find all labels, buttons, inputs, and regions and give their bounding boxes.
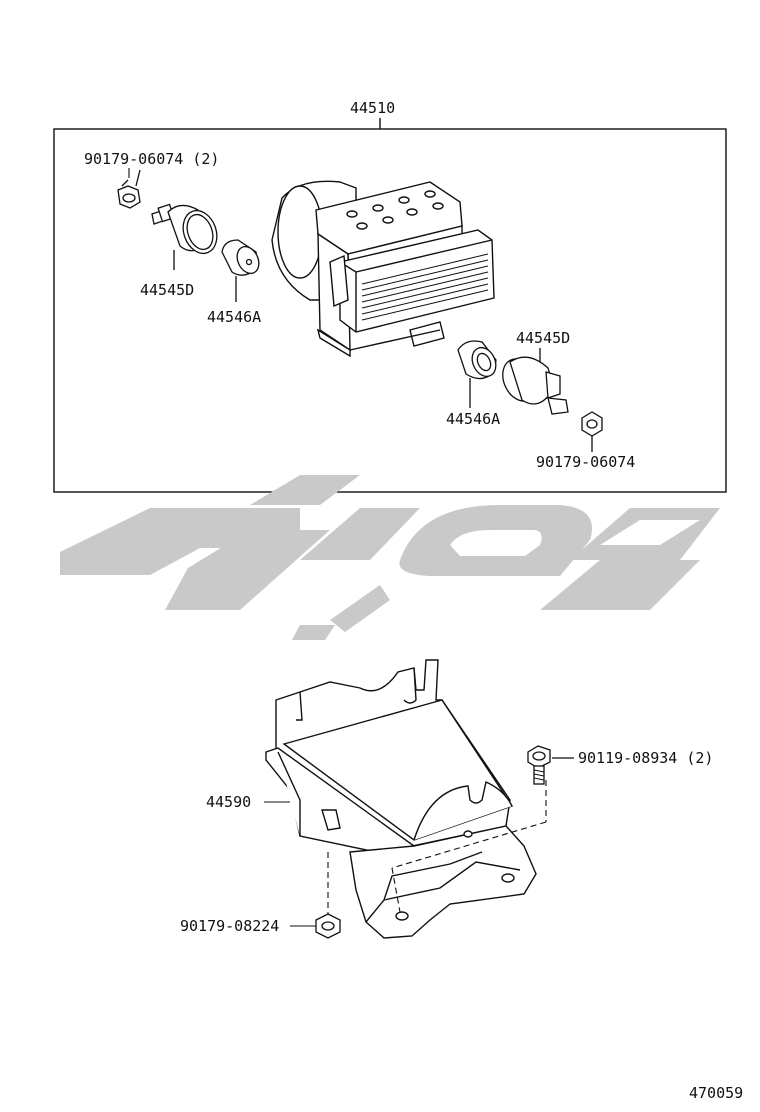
left-sleeve-icon: [221, 239, 260, 302]
nut-top-left-icon: [117, 169, 141, 209]
figure-number: 470059: [689, 1084, 744, 1102]
callout-left-sleeve: 44546A: [207, 308, 262, 326]
nut-right-icon: [581, 411, 603, 452]
abs-actuator-icon: [271, 180, 495, 358]
bracket-nut-icon: [315, 913, 341, 939]
callout-right-nut: 90179-06074: [536, 453, 636, 471]
leader-lines-lower: [264, 801, 316, 927]
assembly-frame: [53, 118, 727, 493]
callout-bracket: 44590: [206, 793, 252, 811]
callout-left-sensor: 44545D: [140, 281, 195, 299]
left-sensor-icon: [151, 203, 218, 270]
right-sleeve-icon: [457, 340, 497, 408]
bracket-bolt-icon: [527, 745, 574, 785]
callout-nut-top-left: 90179-06074 (2): [84, 150, 220, 168]
assembly-part-number: 44510: [350, 99, 396, 117]
callout-bracket-bolt: 90119-08934 (2): [578, 749, 714, 767]
callout-right-sleeve: 44546A: [446, 410, 501, 428]
watermark-logo: [60, 475, 720, 640]
dashed-guides: [327, 780, 547, 916]
bracket-icon: [265, 659, 537, 939]
right-sensor-icon: [502, 348, 569, 415]
callout-bracket-nut: 90179-08224: [180, 917, 280, 935]
callout-right-sensor: 44545D: [516, 329, 571, 347]
